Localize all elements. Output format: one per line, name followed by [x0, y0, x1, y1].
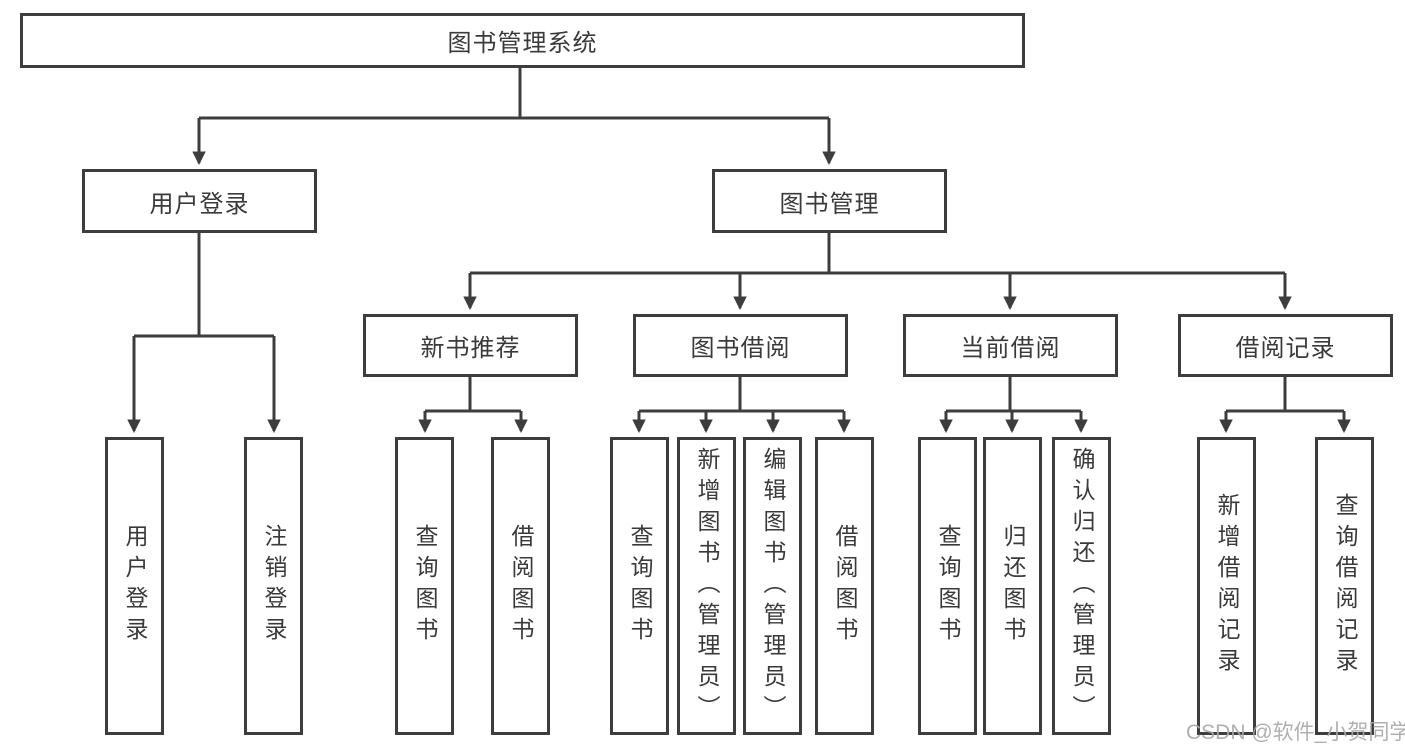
leaf-borrow-query-label: 查询图书 — [627, 524, 653, 648]
node-book-borrow: 图书借阅 — [633, 314, 848, 377]
leaf-borrow-book-label: 借阅图书 — [832, 524, 858, 648]
leaf-current-confirm-return-admin-label: 确认归还（管理员） — [1069, 446, 1095, 726]
leaf-current-return: 归还图书 — [983, 437, 1042, 735]
node-new-book-recommend: 新书推荐 — [363, 314, 578, 377]
leaf-borrow-query: 查询图书 — [610, 437, 669, 735]
leaf-records-add: 新增借阅记录 — [1197, 437, 1256, 735]
leaf-borrow-edit-admin: 编辑图书（管理员） — [743, 437, 802, 735]
leaf-logout-label: 注销登录 — [261, 524, 287, 648]
leaf-current-confirm-return-admin: 确认归还（管理员） — [1052, 437, 1111, 735]
leaf-records-query: 查询借阅记录 — [1315, 437, 1374, 735]
node-book-borrow-label: 图书借阅 — [690, 335, 791, 362]
leaf-logout: 注销登录 — [244, 437, 303, 735]
connector-current-trunk — [946, 377, 1081, 413]
leaf-user-login: 用户登录 — [105, 437, 164, 735]
connector-user-trunk — [134, 233, 274, 338]
leaf-borrow-add-admin: 新增图书（管理员） — [677, 437, 736, 735]
node-borrow-records: 借阅记录 — [1178, 314, 1393, 377]
watermark-text: CSDN @软件_小贺同学 — [1186, 721, 1405, 744]
node-root-label: 图书管理系统 — [447, 30, 598, 57]
node-book-management: 图书管理 — [712, 169, 947, 233]
leaf-borrow-edit-admin-label: 编辑图书（管理员） — [760, 446, 786, 726]
node-new-book-recommend-label: 新书推荐 — [420, 335, 521, 362]
node-user-login: 用户登录 — [82, 169, 317, 233]
node-user-login-label: 用户登录 — [149, 190, 250, 218]
node-borrow-records-label: 借阅记录 — [1235, 335, 1336, 362]
leaf-newbook-borrow-label: 借阅图书 — [508, 524, 534, 648]
leaf-records-query-label: 查询借阅记录 — [1332, 493, 1358, 679]
leaf-newbook-query: 查询图书 — [395, 437, 454, 735]
leaf-borrow-add-admin-label: 新增图书（管理员） — [694, 446, 720, 726]
leaf-newbook-query-label: 查询图书 — [412, 524, 438, 648]
connector-newbook-trunk — [425, 377, 521, 413]
node-book-management-label: 图书管理 — [779, 190, 880, 218]
leaf-current-return-label: 归还图书 — [1000, 524, 1026, 648]
leaf-current-query-label: 查询图书 — [935, 524, 961, 648]
connector-borrow-trunk — [639, 377, 844, 413]
connector-root-trunk — [199, 68, 829, 120]
node-current-borrow-label: 当前借阅 — [960, 335, 1061, 362]
node-current-borrow: 当前借阅 — [903, 314, 1118, 377]
node-root-system: 图书管理系统 — [20, 13, 1025, 68]
leaf-newbook-borrow: 借阅图书 — [491, 437, 550, 735]
connector-records-trunk — [1226, 377, 1344, 413]
connector-mgmt-trunk — [470, 233, 1285, 275]
leaf-borrow-book: 借阅图书 — [815, 437, 874, 735]
leaf-records-add-label: 新增借阅记录 — [1214, 493, 1240, 679]
leaf-current-query: 查询图书 — [918, 437, 977, 735]
leaf-user-login-label: 用户登录 — [122, 524, 148, 648]
